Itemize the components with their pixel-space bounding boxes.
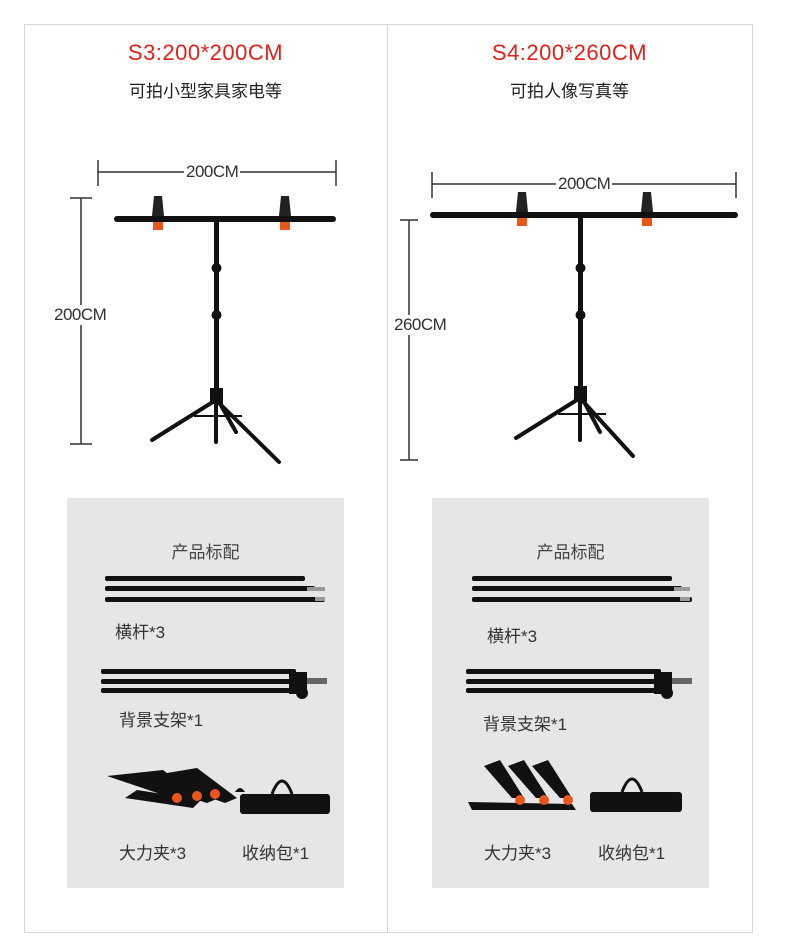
width-label: 200CM	[556, 174, 613, 194]
height-dimension-line	[400, 219, 418, 461]
crossbar-pieces-icon	[105, 576, 325, 602]
tripod-legs	[514, 396, 635, 458]
column-divider	[387, 24, 388, 933]
center-post	[214, 220, 219, 396]
bar-clamp-icon	[641, 192, 653, 226]
height-label: 260CM	[392, 315, 449, 335]
width-label: 200CM	[184, 162, 241, 182]
variant-s4: S4:200*260CM 可拍人像写真等	[388, 0, 751, 946]
tripod-legs	[150, 398, 281, 464]
clamp-label: 大力夹*3	[119, 844, 187, 863]
spring-clamp-icon	[468, 760, 576, 810]
contents-illustration	[101, 576, 344, 814]
variant-title: S3:200*200CM	[127, 40, 284, 65]
standard-contents-box: 产品标配	[67, 498, 344, 888]
crossbar-label: 横杆*3	[115, 623, 166, 642]
standard-contents-box: 产品标配	[432, 498, 709, 888]
contents-illustration	[466, 576, 692, 812]
center-post	[578, 216, 583, 394]
spring-clamp-icon	[107, 768, 237, 808]
folded-stand-icon	[101, 669, 327, 699]
bar-clamp-icon	[152, 196, 164, 230]
height-label: 200CM	[52, 305, 109, 325]
contents-title: 产品标配	[536, 543, 605, 562]
crossbar	[430, 212, 738, 218]
storage-bag-icon	[235, 779, 344, 814]
crossbar-pieces-icon	[472, 576, 692, 602]
bag-label: 收纳包*1	[598, 844, 666, 863]
stand-label: 背景支架*1	[119, 711, 204, 730]
crossbar	[114, 216, 336, 222]
variant-title: S4:200*260CM	[491, 40, 648, 65]
folded-stand-icon	[466, 669, 692, 699]
bag-label: 收纳包*1	[242, 844, 310, 863]
variant-s3: S3:200*200CM 可拍小型家具家电等	[24, 0, 387, 946]
clamp-label: 大力夹*3	[484, 844, 552, 863]
stand-label: 背景支架*1	[483, 715, 568, 734]
variant-subtitle: 可拍小型家具家电等	[129, 82, 282, 101]
storage-bag-icon	[590, 777, 682, 812]
crossbar-label: 横杆*3	[487, 627, 538, 646]
variant-subtitle: 可拍人像写真等	[510, 82, 629, 101]
bar-clamp-icon	[279, 196, 291, 230]
contents-title: 产品标配	[171, 543, 240, 562]
bar-clamp-icon	[516, 192, 528, 226]
